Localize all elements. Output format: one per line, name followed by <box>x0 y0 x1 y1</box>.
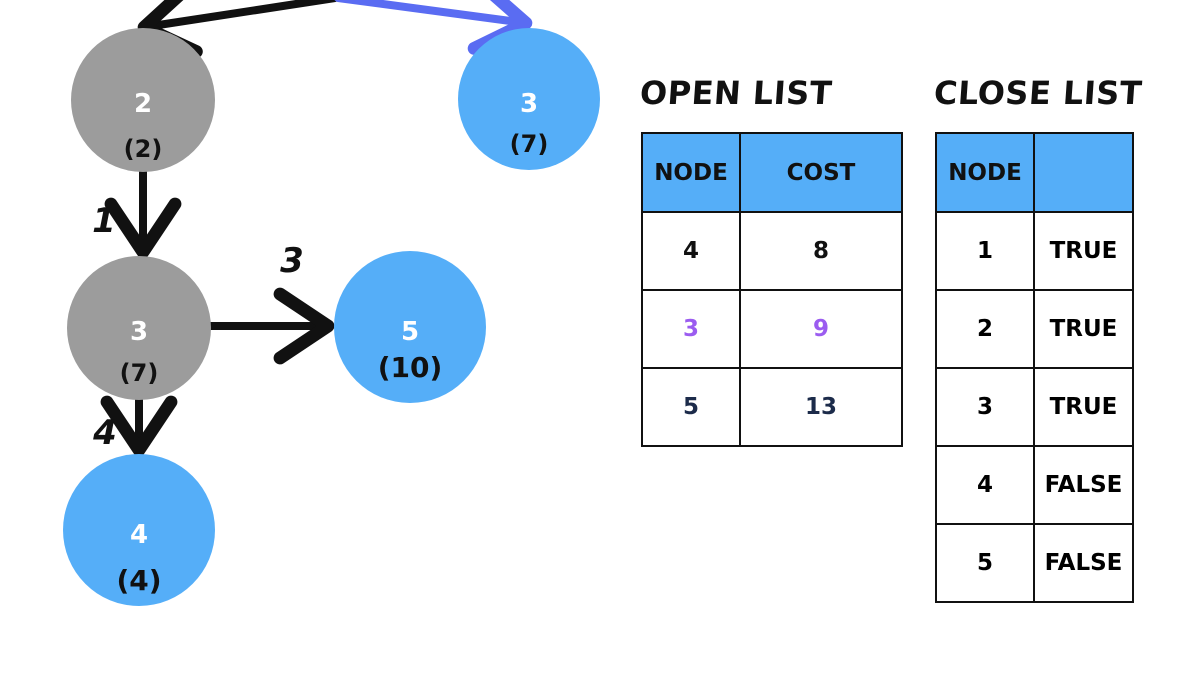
graph-node-4: 4 (4) <box>63 454 215 606</box>
node-cost: (2) <box>124 135 163 163</box>
cell-node: 5 <box>935 523 1035 603</box>
node-circle <box>63 454 215 606</box>
table-row: 3 9 <box>641 289 903 369</box>
cell-value: FALSE <box>1033 523 1134 603</box>
column-header-empty <box>1033 132 1134 213</box>
cell-cost: 9 <box>739 289 903 369</box>
graph-node-3-top: 3 (7) <box>458 28 600 170</box>
search-graph: 1 3 4 2 (2) 3 (7) 3 (7) 5 (10) 4 (4) <box>63 0 600 606</box>
node-label: 3 <box>520 89 538 119</box>
edge-label-3-4: 4 <box>92 413 117 453</box>
cell-node: 4 <box>641 211 741 291</box>
node-cost: (7) <box>120 359 159 387</box>
cell-node: 4 <box>935 445 1035 525</box>
close-list-table: NODE 1 TRUE 2 TRUE 3 TRUE 4 FALSE 5 FALS… <box>935 132 1134 603</box>
table-row: 4 FALSE <box>935 445 1134 525</box>
cell-cost: 8 <box>739 211 903 291</box>
table-row: 3 TRUE <box>935 367 1134 447</box>
graph-node-5: 5 (10) <box>334 251 486 403</box>
open-list-title: OPEN LIST <box>638 74 834 112</box>
cell-value: TRUE <box>1033 289 1134 369</box>
node-circle <box>334 251 486 403</box>
node-label: 3 <box>130 317 148 347</box>
node-cost: (7) <box>510 130 549 158</box>
table-header-row: NODE COST <box>641 132 903 213</box>
open-list-table: NODE COST 4 8 3 9 5 13 <box>641 132 903 447</box>
node-circle <box>71 28 215 172</box>
node-label: 2 <box>134 89 152 119</box>
edge-label-2-3: 1 <box>92 201 116 241</box>
table-row: 1 TRUE <box>935 211 1134 291</box>
table-row: 5 FALSE <box>935 523 1134 603</box>
edge-parent-to-3-top <box>334 0 533 55</box>
graph-node-2: 2 (2) <box>71 28 215 172</box>
node-label: 5 <box>401 317 419 347</box>
node-cost: (4) <box>116 564 161 597</box>
cell-node: 3 <box>935 367 1035 447</box>
cell-node: 1 <box>935 211 1035 291</box>
table-header-row: NODE <box>935 132 1134 213</box>
close-list-title: CLOSE LIST <box>932 74 1144 112</box>
cell-value: TRUE <box>1033 367 1134 447</box>
graph-node-3: 3 (7) <box>67 256 211 400</box>
edge-parent-to-2 <box>137 0 339 58</box>
edge-label-3-5: 3 <box>280 241 304 281</box>
table-row: 5 13 <box>641 367 903 447</box>
table-row: 4 8 <box>641 211 903 291</box>
cell-node: 3 <box>641 289 741 369</box>
node-label: 4 <box>130 520 148 550</box>
cell-cost: 13 <box>739 367 903 447</box>
cell-value: FALSE <box>1033 445 1134 525</box>
column-header-node: NODE <box>935 132 1035 213</box>
cell-node: 2 <box>935 289 1035 369</box>
node-circle <box>67 256 211 400</box>
node-circle <box>458 28 600 170</box>
column-header-cost: COST <box>739 132 903 213</box>
cell-node: 5 <box>641 367 741 447</box>
column-header-node: NODE <box>641 132 741 213</box>
node-cost: (10) <box>378 351 443 384</box>
table-row: 2 TRUE <box>935 289 1134 369</box>
cell-value: TRUE <box>1033 211 1134 291</box>
